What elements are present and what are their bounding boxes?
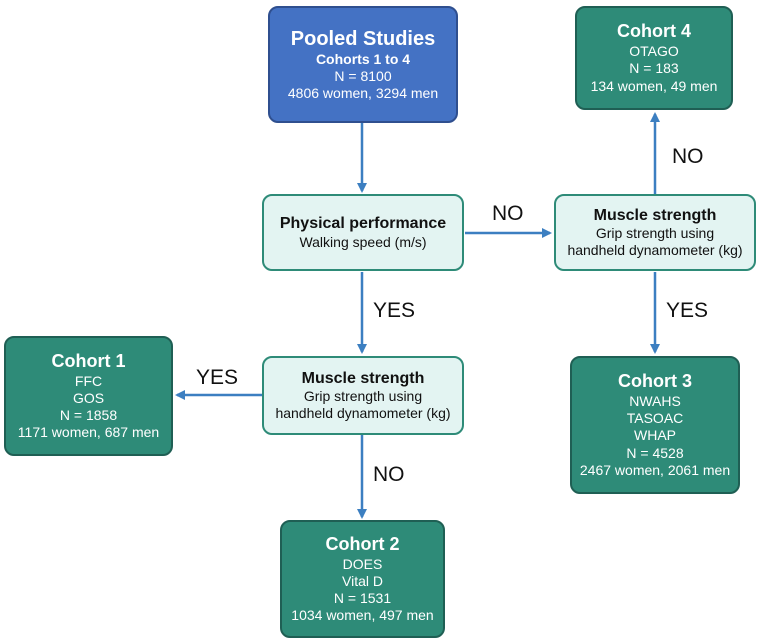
muscle-strength-right-line1: Grip strength using <box>595 225 715 242</box>
cohort2-title: Cohort 2 <box>325 533 400 554</box>
muscle-strength-center-line1: Grip strength using <box>303 388 423 405</box>
cohort4-title: Cohort 4 <box>617 21 691 42</box>
label-muscle-right-to-cohort3: YES <box>666 299 709 322</box>
physical-performance-title: Physical performance <box>279 215 447 233</box>
pooled-studies-n: N = 8100 <box>334 68 392 85</box>
pooled-studies-sex: 4806 women, 3294 men <box>287 85 439 102</box>
muscle-strength-right-line2: handheld dynamometer (kg) <box>567 242 743 259</box>
cohort3-study-1: NWAHS <box>629 393 681 410</box>
cohort3-n: N = 4528 <box>626 444 684 461</box>
cohort1-title: Cohort 1 <box>51 350 126 371</box>
pooled-studies-title: Pooled Studies <box>290 27 436 50</box>
cohort1-node: Cohort 1 FFC GOS N = 1858 1171 women, 68… <box>4 336 173 456</box>
cohort2-n: N = 1531 <box>333 589 392 606</box>
pooled-studies-node: Pooled Studies Cohorts 1 to 4 N = 8100 4… <box>268 6 458 123</box>
cohort1-sex: 1171 women, 687 men <box>17 424 160 441</box>
cohort3-title: Cohort 3 <box>618 371 692 392</box>
muscle-strength-center-title: Muscle strength <box>301 369 425 387</box>
cohort4-node: Cohort 4 OTAGO N = 183 134 women, 49 men <box>575 6 733 110</box>
label-muscle-center-to-cohort1: YES <box>196 366 239 389</box>
physical-performance-measure: Walking speed (m/s) <box>299 233 427 250</box>
muscle-strength-right-title: Muscle strength <box>593 206 717 224</box>
label-muscle-right-to-cohort4: NO <box>672 145 704 168</box>
cohort2-study-2: Vital D <box>342 572 383 589</box>
cohort4-n: N = 183 <box>629 60 679 77</box>
cohort4-study: OTAGO <box>629 43 679 60</box>
muscle-strength-center-line2: handheld dynamometer (kg) <box>275 405 451 422</box>
cohort3-study-2: TASOAC <box>626 410 684 427</box>
muscle-strength-right-node: Muscle strength Grip strength using hand… <box>554 194 756 271</box>
label-physical-to-muscle-right: NO <box>492 202 524 225</box>
cohort2-sex: 1034 women, 497 men <box>291 607 434 624</box>
label-physical-to-muscle-center: YES <box>373 299 416 322</box>
label-muscle-center-to-cohort2: NO <box>373 463 405 486</box>
cohort1-n: N = 1858 <box>59 406 118 423</box>
pooled-studies-subtitle: Cohorts 1 to 4 <box>315 51 411 68</box>
cohort3-sex: 2467 women, 2061 men <box>579 461 731 478</box>
cohort3-node: Cohort 3 NWAHS TASOAC WHAP N = 4528 2467… <box>570 356 740 494</box>
physical-performance-node: Physical performance Walking speed (m/s) <box>262 194 464 271</box>
cohort2-study-1: DOES <box>342 555 383 572</box>
cohort1-study-2: GOS <box>72 389 105 406</box>
muscle-strength-center-node: Muscle strength Grip strength using hand… <box>262 356 464 435</box>
cohort2-node: Cohort 2 DOES Vital D N = 1531 1034 wome… <box>280 520 445 638</box>
cohort4-sex: 134 women, 49 men <box>590 77 718 94</box>
cohort3-study-3: WHAP <box>634 427 676 444</box>
cohort1-study-1: FFC <box>74 372 103 389</box>
